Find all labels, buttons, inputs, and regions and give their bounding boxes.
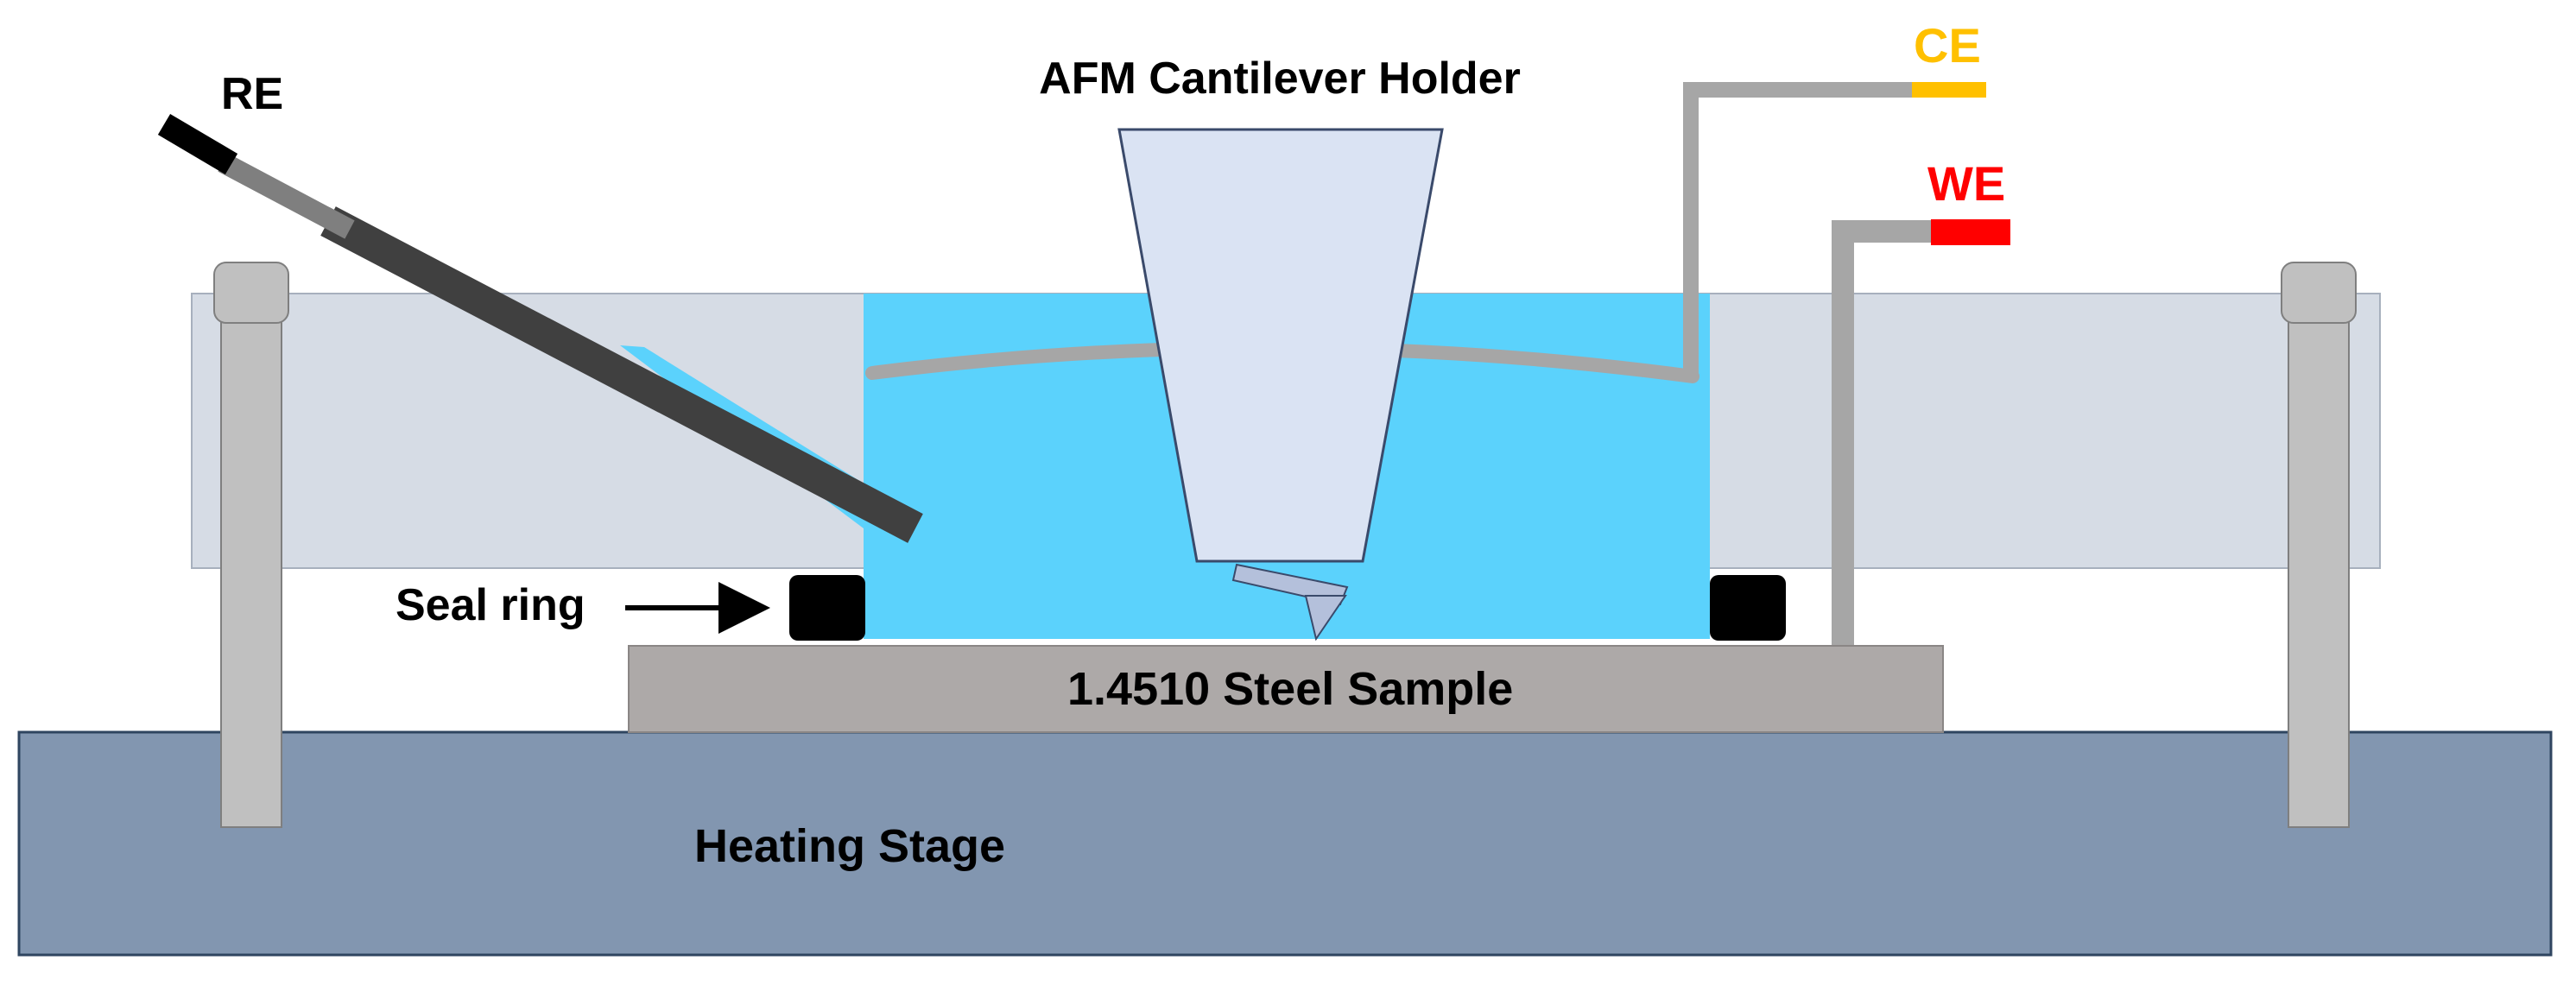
steel-sample bbox=[628, 645, 1944, 733]
we-connector bbox=[1931, 219, 2010, 245]
afm-cantilever-holder bbox=[1117, 128, 1444, 563]
post-right-cap bbox=[2281, 262, 2357, 324]
post-right bbox=[2288, 275, 2350, 828]
ce-label: CE bbox=[1914, 18, 1981, 73]
post-left bbox=[220, 275, 282, 828]
seal-ring-left bbox=[789, 575, 865, 641]
re-electrode-cap bbox=[157, 113, 238, 175]
holder-label: AFM Cantilever Holder bbox=[1039, 54, 1521, 104]
seal-ring-right bbox=[1710, 575, 1786, 641]
ce-connector bbox=[1912, 82, 1986, 98]
re-label: RE bbox=[221, 69, 283, 119]
we-label: WE bbox=[1927, 156, 2005, 211]
sample-label: 1.4510 Steel Sample bbox=[1067, 663, 1513, 715]
we-wire bbox=[1832, 220, 1934, 649]
post-left-cap bbox=[213, 262, 289, 324]
seal-ring-label: Seal ring bbox=[396, 580, 585, 630]
ce-wire bbox=[1683, 82, 1915, 380]
re-electrode-sheath bbox=[218, 153, 355, 239]
afm-tip bbox=[1304, 595, 1347, 642]
re-electrode-body bbox=[320, 206, 923, 543]
stage-label: Heating Stage bbox=[694, 820, 1005, 872]
heating-stage bbox=[17, 730, 2553, 957]
